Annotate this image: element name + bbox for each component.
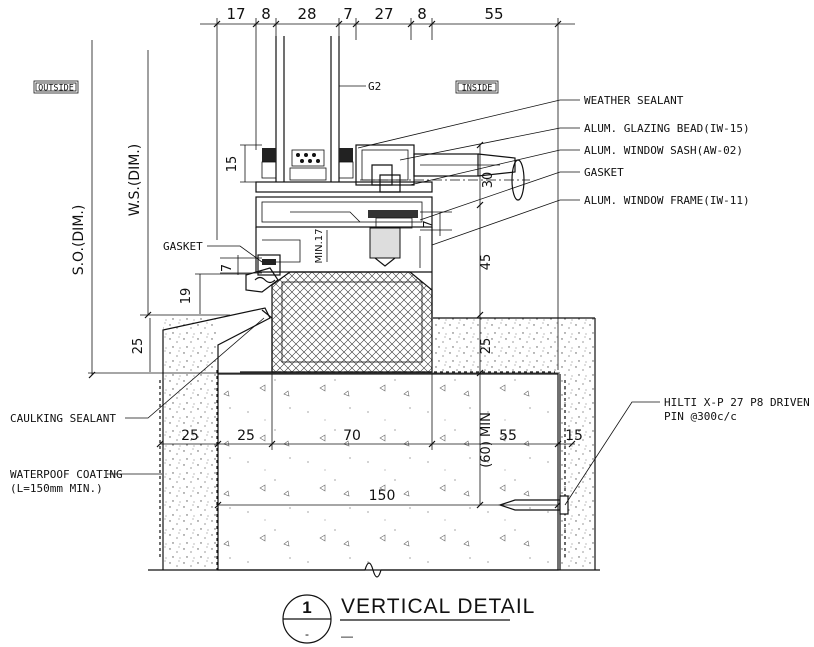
dim-25-bottom-b: 25 bbox=[237, 428, 255, 444]
top-dim-55: 55 bbox=[484, 5, 503, 23]
bottom-dimensions: 25 25 70 55 15 150 bbox=[156, 374, 583, 509]
dim-30-right: 30 bbox=[481, 172, 496, 189]
ws-dim-label: W.S.(DIM.) bbox=[127, 144, 143, 216]
top-dim-27: 27 bbox=[374, 5, 393, 23]
dim-19-left: 19 bbox=[179, 288, 194, 305]
detail-subtitle: — bbox=[341, 629, 353, 643]
dim-7-left: 7 bbox=[220, 264, 235, 272]
min17-label: MIN.17 bbox=[314, 229, 325, 264]
callout-window-sash: ALUM. WINDOW SASH(AW-02) bbox=[584, 144, 743, 157]
callout-waterproof-line2: (L=150mm MIN.) bbox=[10, 482, 103, 495]
so-dim-label: S.O.(DIM.) bbox=[71, 205, 87, 276]
dim-15-left: 15 bbox=[225, 156, 240, 173]
dim-70-bottom: 70 bbox=[343, 428, 361, 444]
dim-15-bottom: 15 bbox=[565, 428, 583, 444]
glazing-bead-and-sash bbox=[355, 144, 530, 229]
detail-sheet-ref: - bbox=[305, 627, 309, 641]
outside-label: OUTSIDE bbox=[38, 84, 74, 94]
detail-title-block: 1 - VERTICAL DETAIL — bbox=[282, 594, 535, 644]
callouts-right: WEATHER SEALANT ALUM. GLAZING BEAD(IW-15… bbox=[357, 94, 810, 506]
detail-number: 1 bbox=[302, 598, 311, 617]
callout-gasket-right: GASKET bbox=[584, 166, 624, 179]
right-vertical-dimensions: 30 45 25 (60) MIN 7 bbox=[420, 141, 496, 509]
callout-hilti-line2: PIN @300c/c bbox=[664, 410, 737, 423]
dim-150-bottom: 150 bbox=[369, 488, 396, 504]
left-vertical-dimensions: S.O.(DIM.) W.S.(DIM.) 15 7 19 25 bbox=[71, 40, 560, 379]
left-gasket bbox=[245, 254, 281, 293]
dim-60-min: (60) MIN bbox=[479, 412, 494, 468]
inside-label: INSIDE bbox=[462, 84, 493, 94]
callout-window-frame: ALUM. WINDOW FRAME(IW-11) bbox=[584, 194, 750, 207]
dim-25-right: 25 bbox=[479, 338, 494, 355]
top-dim-17: 17 bbox=[226, 5, 245, 23]
inside-tag: INSIDE bbox=[455, 80, 499, 94]
dim-25-bottom-a: 25 bbox=[181, 428, 199, 444]
top-dim-28: 28 bbox=[297, 5, 316, 23]
callout-weather-sealant: WEATHER SEALANT bbox=[584, 94, 684, 107]
glazing-unit: G2 bbox=[261, 36, 381, 182]
callouts-left: GASKET CAULKING SEALANT WATERPOOF COATIN… bbox=[10, 240, 265, 495]
top-dim-8b: 8 bbox=[417, 5, 427, 23]
concrete-substrate bbox=[148, 307, 600, 578]
top-dim-7: 7 bbox=[343, 5, 353, 23]
detail-title: VERTICAL DETAIL bbox=[341, 595, 535, 618]
dim-7-right: 7 bbox=[421, 220, 435, 228]
dim-25-left-vertical: 25 bbox=[131, 338, 146, 355]
dim-45-right: 45 bbox=[479, 254, 494, 271]
top-dimension-chain: 17 8 28 7 27 8 55 bbox=[200, 5, 575, 370]
callout-hilti-line1: HILTI X-P 27 P8 DRIVEN bbox=[664, 396, 810, 409]
glass-tag-g2: G2 bbox=[368, 80, 381, 93]
callout-waterproof-line1: WATERPOOF COATING bbox=[10, 468, 123, 481]
hilti-pin bbox=[498, 495, 569, 515]
callout-caulking-sealant: CAULKING SEALANT bbox=[10, 412, 116, 425]
top-dim-8a: 8 bbox=[261, 5, 271, 23]
callout-glazing-bead: ALUM. GLAZING BEAD(IW-15) bbox=[584, 122, 750, 135]
outside-tag: OUTSIDE bbox=[33, 80, 79, 94]
dim-55-bottom: 55 bbox=[499, 428, 517, 444]
callout-gasket-left: GASKET bbox=[163, 240, 203, 253]
